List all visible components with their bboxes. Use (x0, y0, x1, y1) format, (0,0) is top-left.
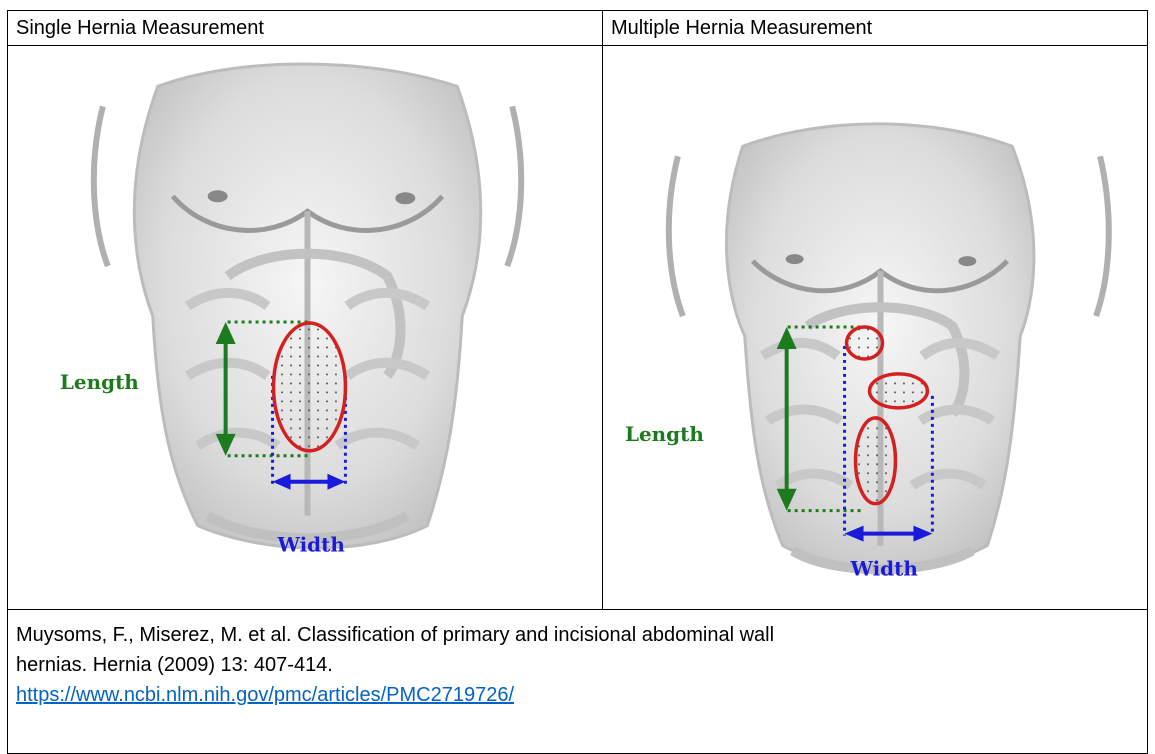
header-cell-multiple: Multiple Hernia Measurement (603, 11, 1148, 46)
hernia-defect-3 (856, 418, 896, 504)
torso-drawing (669, 124, 1109, 569)
citation-cell: Muysoms, F., Miserez, M. et al. Classifi… (8, 610, 1148, 754)
citation-line-1: Muysoms, F., Miserez, M. et al. Classifi… (16, 620, 1139, 650)
single-figure-cell: Length Width (8, 46, 603, 610)
single-hernia-illustration: Length Width (8, 46, 602, 609)
multiple-hernia-header: Multiple Hernia Measurement (603, 11, 1147, 39)
citation-line-2: hernias. Hernia (2009) 13: 407-414. (16, 650, 1139, 680)
citation-link[interactable]: https://www.ncbi.nlm.nih.gov/pmc/article… (16, 684, 514, 706)
multiple-figure-cell: Length Width (603, 46, 1148, 610)
width-label: Width (277, 533, 346, 557)
hernia-defect-2 (870, 374, 928, 408)
hernia-defect (274, 323, 346, 451)
width-label: Width (850, 557, 919, 581)
torso-drawing (94, 64, 521, 548)
header-cell-single: Single Hernia Measurement (8, 11, 603, 46)
hernia-defect-1 (847, 327, 883, 359)
length-label: Length (60, 370, 139, 394)
multiple-hernia-illustration: Length Width (603, 46, 1147, 609)
length-label: Length (625, 422, 704, 446)
measurement-table: Single Hernia Measurement Multiple Herni… (7, 10, 1148, 754)
single-hernia-header: Single Hernia Measurement (8, 11, 602, 39)
